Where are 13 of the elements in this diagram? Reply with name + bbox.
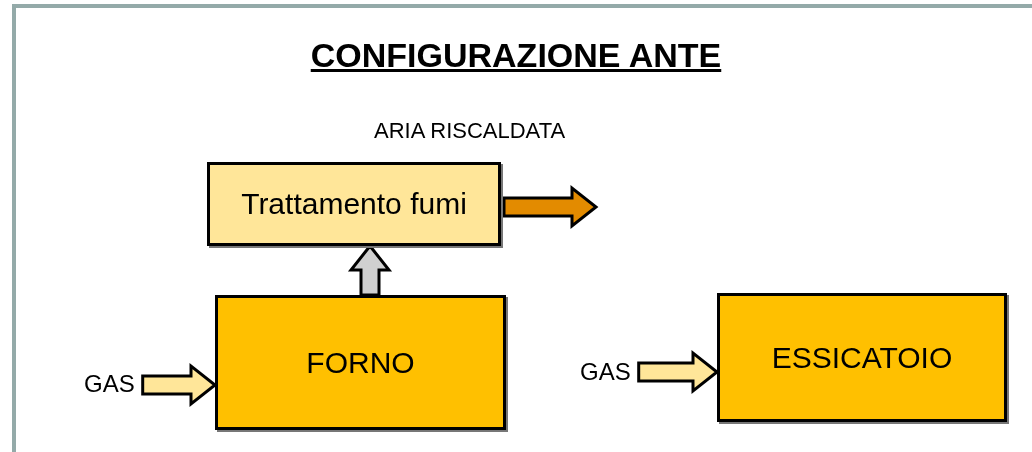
process-box — [215, 295, 506, 430]
process-box — [207, 162, 501, 246]
box-label: ESSICATOIO — [771, 340, 953, 375]
block-arrow — [141, 362, 218, 408]
annotation-label: ARIA RISCALDATA — [374, 118, 566, 144]
title: CONFIGURAZIONE ANTE — [310, 36, 722, 74]
block-arrow — [637, 349, 720, 395]
block-arrow — [502, 184, 599, 230]
process-box — [717, 293, 1007, 422]
box-label: Trattamento fumi — [241, 187, 467, 221]
box-label: FORNO — [306, 345, 415, 380]
input-label: GAS — [84, 370, 135, 398]
input-label: GAS — [580, 358, 631, 386]
